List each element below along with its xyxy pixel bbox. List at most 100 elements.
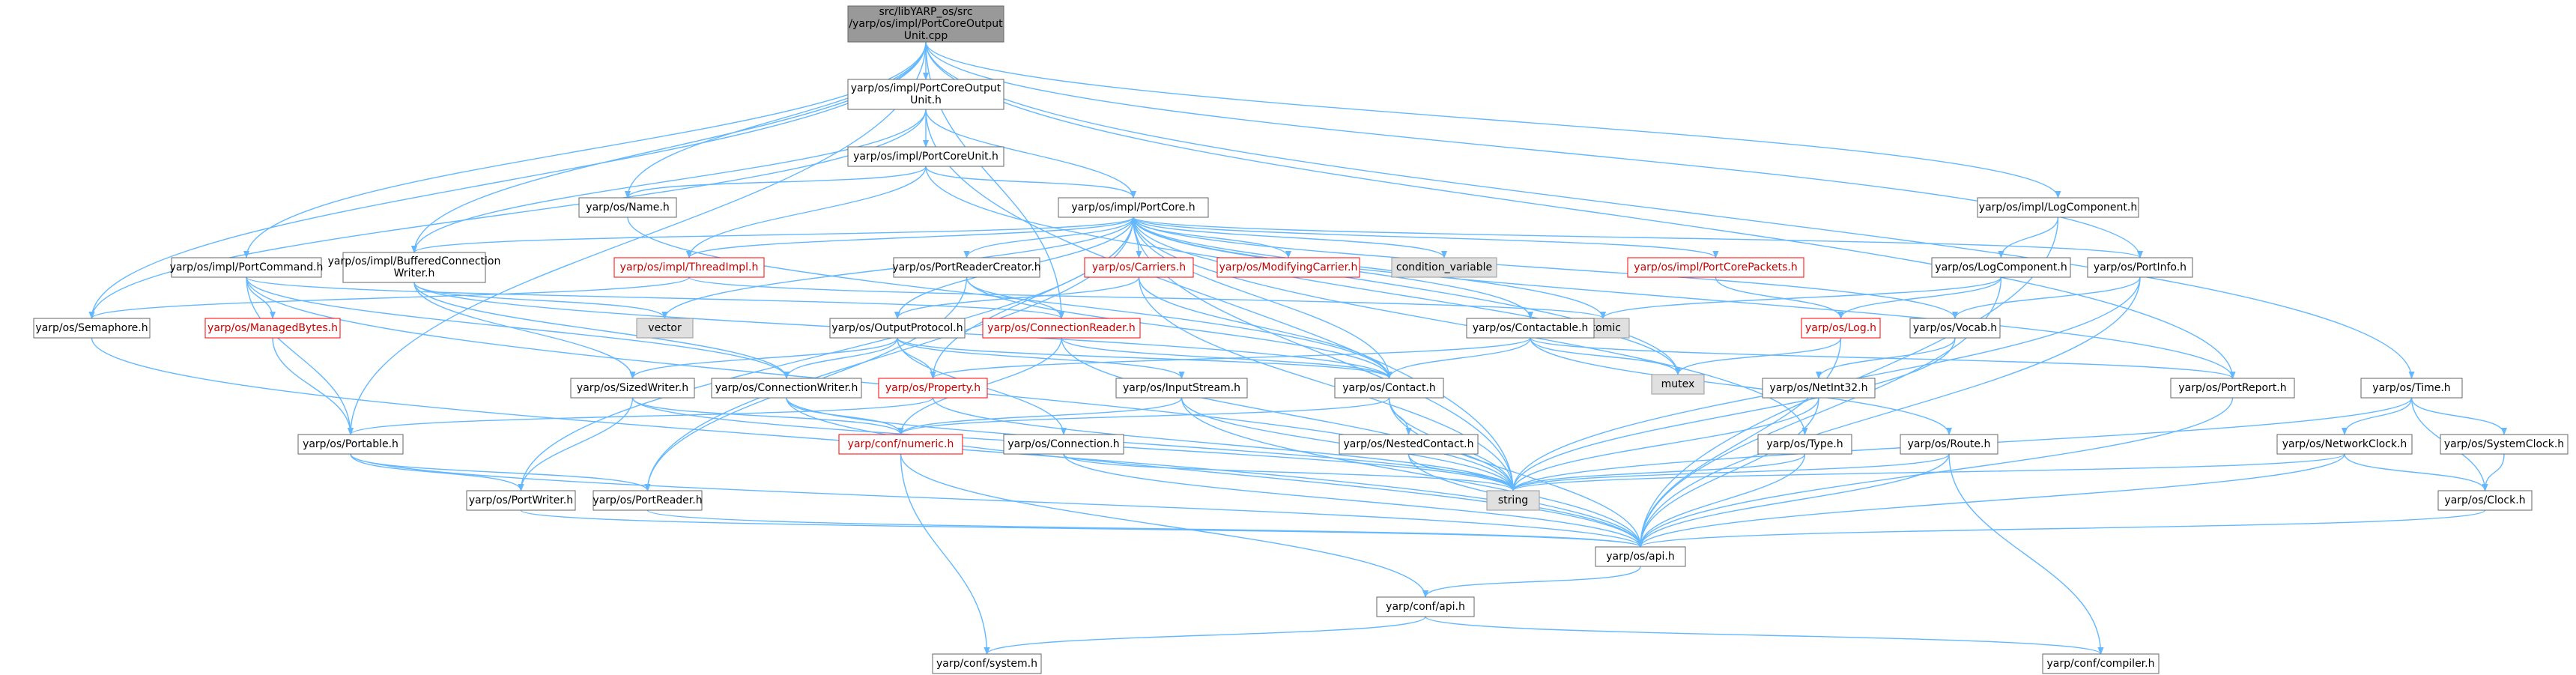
node-label: yarp/os/Type.h	[1766, 438, 1843, 450]
edge-contactable-h-to-route-h	[1530, 337, 1952, 435]
edge-carriers-h-to-outputprotocol-h	[894, 276, 1140, 319]
edge-pcu-h-to-name-h	[625, 166, 927, 199]
node-label: yarp/os/PortReport.h	[2178, 382, 2286, 394]
node-vector: vector	[636, 318, 694, 339]
node-label: /yarp/os/impl/PortCoreOutput	[849, 18, 1003, 30]
edge-contact-h-to-numeric-h	[897, 397, 1390, 435]
edge-nestedcontact-h-to-string	[1407, 453, 1516, 491]
node-name-h[interactable]: yarp/os/Name.h	[578, 197, 677, 218]
node-box	[1391, 257, 1497, 278]
node-label: yarp/os/OutputProtocol.h	[831, 322, 963, 334]
node-box	[932, 653, 1042, 674]
node-connection-h[interactable]: yarp/os/Connection.h	[1003, 434, 1124, 455]
edge-root-to-logcomp-impl-h	[925, 41, 2061, 199]
edge-logcomp-h-to-api-h	[1637, 276, 2002, 548]
node-system-h[interactable]: yarp/conf/system.h	[932, 653, 1042, 674]
node-label: src/libYARP_os/src	[879, 6, 972, 18]
node-box	[33, 318, 151, 339]
node-portcommand-h[interactable]: yarp/os/impl/PortCommand.h	[170, 257, 324, 278]
node-label: yarp/os/Contactable.h	[1473, 322, 1589, 334]
node-portreader-h[interactable]: yarp/os/PortReader.h	[593, 490, 703, 511]
node-label: Unit.h	[910, 94, 942, 106]
edge-portcore-h-to-bcw-h	[411, 217, 1134, 253]
node-api-h[interactable]: yarp/os/api.h	[1595, 546, 1686, 567]
node-type-h[interactable]: yarp/os/Type.h	[1757, 434, 1852, 455]
node-property-h[interactable]: yarp/os/Property.h	[878, 378, 988, 399]
node-logcomp-impl-h[interactable]: yarp/os/impl/LogComponent.h	[1977, 197, 2139, 218]
node-portcore-h[interactable]: yarp/os/impl/PortCore.h	[1058, 197, 1209, 218]
edge-portable-h-to-portwriter-h	[350, 453, 524, 491]
edge-connreader-h-to-string	[1061, 337, 1516, 491]
edge-inputstream-h-to-api-h	[1181, 397, 1643, 548]
edge-portreader-h-to-api-h	[646, 509, 1643, 548]
node-threadimpl-h[interactable]: yarp/os/impl/ThreadImpl.h	[613, 257, 765, 278]
node-label: yarp/os/InputStream.h	[1123, 382, 1240, 394]
edge-layer	[88, 41, 2507, 655]
node-modcarrier-h[interactable]: yarp/os/ModifyingCarrier.h	[1216, 257, 1360, 278]
node-portwriter-h[interactable]: yarp/os/PortWriter.h	[466, 490, 576, 511]
node-label: yarp/os/Vocab.h	[1913, 322, 1997, 334]
node-label: yarp/os/impl/PortCommand.h	[170, 261, 324, 273]
node-label: Writer.h	[394, 267, 435, 279]
node-carriers-h[interactable]: yarp/os/Carriers.h	[1084, 257, 1194, 278]
node-label: yarp/os/impl/PortCore.h	[1071, 202, 1195, 214]
edge-pcou-h-to-portcore-h	[925, 109, 1136, 199]
node-contact-h[interactable]: yarp/os/Contact.h	[1334, 378, 1444, 399]
edge-root-to-time-h	[925, 41, 2415, 379]
node-route-h[interactable]: yarp/os/Route.h	[1900, 434, 1998, 455]
node-box	[1084, 257, 1194, 278]
node-clock-h[interactable]: yarp/os/Clock.h	[2437, 490, 2533, 511]
node-condvar: condition_variable	[1391, 257, 1497, 278]
edge-log-h-to-api-h	[1637, 337, 1842, 548]
node-portable-h[interactable]: yarp/os/Portable.h	[297, 434, 404, 455]
node-sizedwriter-h[interactable]: yarp/os/SizedWriter.h	[570, 378, 695, 399]
node-sysclock-h[interactable]: yarp/os/SystemClock.h	[2440, 434, 2569, 455]
node-label: yarp/os/PortReader.h	[593, 494, 702, 506]
node-contactable-h[interactable]: yarp/os/Contactable.h	[1466, 318, 1595, 339]
node-vocab-h[interactable]: yarp/os/Vocab.h	[1909, 318, 2001, 339]
node-managedbytes-h[interactable]: yarp/os/ManagedBytes.h	[204, 318, 341, 339]
edge-connection-h-to-api-h	[1063, 453, 1643, 548]
edge-portcommand-h-to-connwriter-h	[246, 276, 790, 379]
node-pcu-h[interactable]: yarp/os/impl/PortCoreUnit.h	[847, 146, 1004, 167]
edge-sysclock-h-to-clock-h	[2482, 453, 2505, 491]
node-connwriter-h[interactable]: yarp/os/ConnectionWriter.h	[711, 378, 862, 399]
node-portinfo-h[interactable]: yarp/os/PortInfo.h	[2087, 257, 2193, 278]
node-pcpackets-h[interactable]: yarp/os/impl/PortCorePackets.h	[1627, 257, 1804, 278]
node-netint32-h[interactable]: yarp/os/NetInt32.h	[1762, 378, 1876, 399]
node-label: yarp/os/SizedWriter.h	[577, 382, 688, 394]
node-box	[2440, 434, 2569, 455]
node-logcomp-h[interactable]: yarp/os/LogComponent.h	[1931, 257, 2071, 278]
node-numeric-h[interactable]: yarp/conf/numeric.h	[838, 434, 963, 455]
node-portreport-h[interactable]: yarp/os/PortReport.h	[2170, 378, 2295, 399]
node-box	[1334, 378, 1444, 399]
node-root[interactable]: src/libYARP_os/src/yarp/os/impl/PortCore…	[847, 5, 1004, 43]
node-connreader-h[interactable]: yarp/os/ConnectionReader.h	[982, 318, 1141, 339]
node-box	[297, 434, 404, 455]
edge-log-h-to-mutex	[1675, 337, 1842, 375]
node-inputstream-h[interactable]: yarp/os/InputStream.h	[1115, 378, 1248, 399]
node-outputprotocol-h[interactable]: yarp/os/OutputProtocol.h	[829, 318, 966, 339]
edge-root-to-bcw-h	[411, 41, 927, 253]
node-box	[878, 378, 988, 399]
node-log-h[interactable]: yarp/os/Log.h	[1801, 318, 1881, 339]
edge-netint32-h-to-string	[1510, 397, 1819, 491]
edge-portcore-h-to-portinfo-h	[1133, 217, 2143, 258]
node-time-h[interactable]: yarp/os/Time.h	[2360, 378, 2463, 399]
edge-contactable-h-to-property-h	[930, 337, 1531, 379]
edge-portcore-h-to-threadimpl-h	[686, 217, 1134, 258]
node-nestedcontact-h[interactable]: yarp/os/NestedContact.h	[1339, 434, 1479, 455]
edge-portable-h-to-portreader-h	[350, 453, 651, 491]
node-netclock-h[interactable]: yarp/os/NetworkClock.h	[2276, 434, 2413, 455]
node-semaphore-h[interactable]: yarp/os/Semaphore.h	[33, 318, 151, 339]
edge-outputprotocol-h-to-property-h	[897, 337, 936, 379]
edge-type-h-to-api-h	[1637, 453, 1806, 548]
node-compiler-h[interactable]: yarp/conf/compiler.h	[2042, 653, 2160, 674]
edge-portinfo-h-to-api-h	[1637, 276, 2141, 548]
node-confapi-h[interactable]: yarp/conf/api.h	[1376, 596, 1475, 617]
node-prc-h[interactable]: yarp/os/PortReaderCreator.h	[892, 257, 1041, 278]
node-box	[2276, 434, 2413, 455]
